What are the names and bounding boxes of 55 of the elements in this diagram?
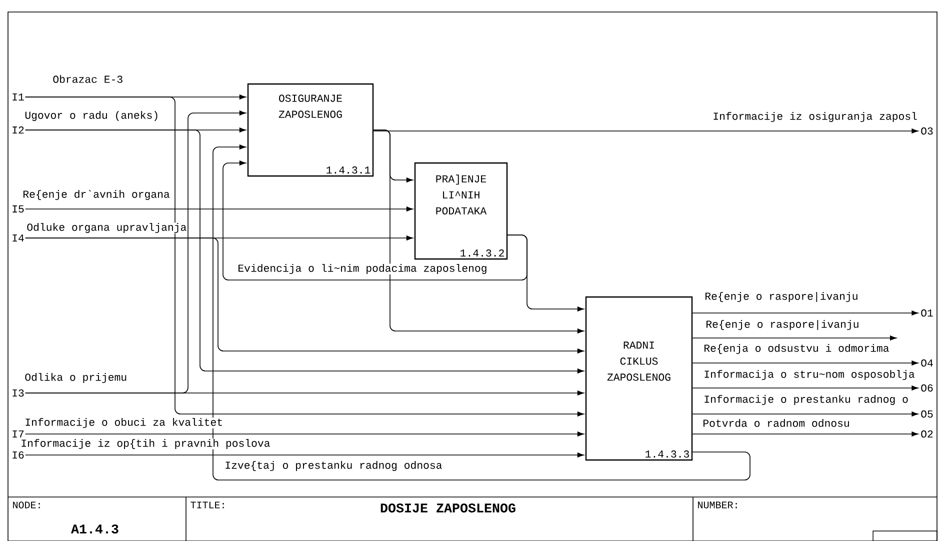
edge-label: Odluke organa upravljanja — [26, 222, 188, 234]
port-label: I1 — [12, 93, 24, 100]
arrow — [24, 452, 584, 458]
port-label: O1 — [921, 309, 933, 317]
arrow — [222, 160, 528, 280]
arrow — [507, 234, 584, 312]
process-box: OSIGURANJE ZAPOSLENOG 1.4.3.1 — [247, 83, 374, 177]
arrow — [24, 110, 246, 394]
port-label: O4 — [921, 359, 933, 367]
arrow — [212, 144, 750, 480]
process-box: RADNI CIKLUS ZAPOSLENOG 1.4.3.3 — [585, 296, 693, 461]
port-label: I5 — [12, 205, 24, 213]
edge-label: Re{enja o odsustvu i odmorima — [703, 344, 890, 354]
arrow — [692, 412, 918, 416]
arrow — [373, 130, 584, 334]
edge-label: Izve{taj o prestanku radnog odnosa — [224, 460, 443, 472]
edge-label: Obrazac E-3 — [52, 74, 124, 84]
arrow — [692, 336, 897, 340]
edge-label: Odlika o prijemu — [24, 372, 128, 384]
arrow — [373, 128, 918, 134]
port-label: O6 — [921, 384, 933, 392]
edge-label: Evidencija o li~nim podacima zaposlenog — [237, 264, 488, 274]
port-label: I3 — [12, 389, 24, 397]
arrow — [692, 432, 918, 436]
port-label: O2 — [921, 430, 933, 438]
edge-label: Informacije iz osiguranja zaposl — [712, 112, 918, 122]
title-block-label: A1.4.3 — [71, 524, 118, 534]
arrow — [24, 96, 584, 416]
arrow — [692, 360, 918, 366]
port-label: I4 — [12, 234, 24, 242]
edge-label: Re{enje o raspore|ivanju — [704, 292, 859, 302]
arrow — [24, 206, 413, 212]
process-box: PRA]ENJE LI^NIH PODATAKA 1.4.3.2 — [414, 162, 508, 260]
edge-label: Informacija o stru~nom osposoblja — [703, 370, 916, 380]
title-block-label: NUMBER: — [698, 502, 737, 508]
edge-label: Re{enje dr`avnih organa — [22, 190, 170, 200]
edge-label: Ugovor o radu (aneks) — [24, 110, 160, 122]
edge-label: Re{enje o raspore|ivanju — [705, 320, 860, 330]
title-block-label: NODE: — [13, 502, 40, 508]
edge-label: Potvrda o radnom odnosu — [702, 418, 850, 428]
arrow — [24, 238, 584, 354]
edge-label: Informacije o obuci za kvalitet — [24, 418, 224, 428]
port-label: I6 — [12, 451, 24, 459]
edge-label: Informacije o prestanku radnog o — [703, 394, 909, 406]
arrow — [692, 310, 918, 316]
port-label: O3 — [921, 127, 933, 135]
title-block-label: TITLE: — [190, 502, 224, 508]
arrow — [24, 432, 584, 436]
arrow — [24, 130, 584, 374]
port-label: I7 — [12, 430, 24, 438]
port-label: O5 — [921, 410, 933, 418]
arrow — [692, 386, 918, 390]
port-label: I2 — [12, 126, 24, 134]
edge-label: Informacije iz op{tih i pravnih poslova — [20, 438, 271, 450]
diagram-title: DOSIJE ZAPOSLENOG — [380, 503, 516, 512]
